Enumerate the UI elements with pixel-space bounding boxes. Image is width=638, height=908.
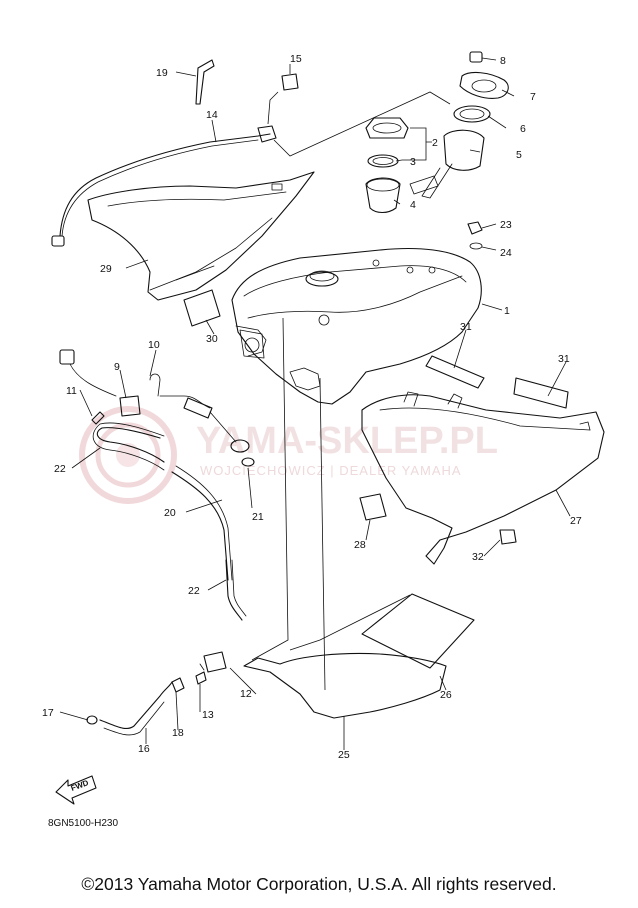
strap-19 bbox=[195, 59, 215, 105]
bolt-32 bbox=[499, 529, 517, 545]
clip-21 bbox=[241, 457, 255, 467]
strip-31-left bbox=[425, 355, 485, 389]
watermark-brand: YAMA-SKLEP.PL bbox=[196, 420, 498, 462]
callout-11: 11 bbox=[66, 385, 77, 397]
callout-25: 25 bbox=[338, 749, 350, 761]
callout-20: 20 bbox=[164, 507, 176, 519]
part-8-bolt bbox=[469, 51, 483, 63]
callout-22a: 22 bbox=[54, 463, 66, 475]
part-7-plate bbox=[459, 71, 509, 99]
callout-16: 16 bbox=[138, 743, 150, 755]
fwd-label: FWD bbox=[70, 778, 90, 793]
leader-lines bbox=[59, 57, 571, 750]
callout-5: 5 bbox=[516, 149, 522, 161]
callout-10: 10 bbox=[148, 339, 160, 351]
callout-23: 23 bbox=[500, 219, 512, 231]
callout-26: 26 bbox=[440, 689, 452, 701]
part-6-gasket bbox=[453, 105, 491, 123]
clip-15 bbox=[281, 73, 299, 91]
callout-24: 24 bbox=[500, 247, 512, 259]
frame-lines bbox=[251, 317, 411, 691]
part-4-filler bbox=[365, 177, 401, 214]
fuel-pump-assembly bbox=[365, 51, 509, 214]
callout-8: 8 bbox=[500, 55, 506, 67]
callout-13: 13 bbox=[202, 709, 214, 721]
callout-7: 7 bbox=[530, 91, 536, 103]
lower-cover-25 bbox=[243, 652, 447, 719]
side-cover-right bbox=[361, 391, 605, 565]
watermark-tagline: WOJCIECHOWICZ | DEALER YAMAHA bbox=[200, 463, 462, 478]
part-5-pump bbox=[443, 129, 485, 171]
hose-16 bbox=[86, 681, 173, 736]
callout-12: 12 bbox=[240, 688, 252, 700]
copyright-notice: ©2013 Yamaha Motor Corporation, U.S.A. A… bbox=[81, 874, 557, 894]
pad-26 bbox=[361, 593, 475, 669]
callout-22b: 22 bbox=[188, 585, 200, 597]
strip-31-right bbox=[513, 377, 569, 409]
callout-labels: 1 2 3 4 5 6 7 8 9 10 11 12 13 14 15 16 1… bbox=[42, 53, 582, 761]
callout-27: 27 bbox=[570, 515, 582, 527]
hose-22-upper bbox=[92, 422, 165, 471]
valve-12 bbox=[171, 651, 227, 693]
diagram-code: 8GN5100-H230 bbox=[48, 818, 118, 829]
callout-32: 32 bbox=[472, 551, 484, 563]
pad-28 bbox=[359, 493, 387, 521]
callout-6: 6 bbox=[520, 123, 526, 135]
callout-15: 15 bbox=[290, 53, 302, 65]
watermark-logo-icon bbox=[79, 406, 177, 504]
callout-4: 4 bbox=[410, 199, 416, 211]
hose-22-lower bbox=[225, 559, 247, 621]
sensor-9-10-11 bbox=[59, 349, 250, 453]
callout-31b: 31 bbox=[558, 353, 570, 365]
hose-14 bbox=[51, 91, 279, 247]
part-3-ring bbox=[367, 154, 399, 168]
watermark: YAMA-SKLEP.PL WOJCIECHOWICZ | DEALER YAM… bbox=[79, 406, 498, 504]
fuel-tank bbox=[231, 248, 482, 405]
callout-9: 9 bbox=[114, 361, 120, 373]
callout-30: 30 bbox=[206, 333, 218, 345]
callout-3: 3 bbox=[410, 156, 416, 168]
pad-30 bbox=[183, 289, 221, 327]
callout-29: 29 bbox=[100, 263, 112, 275]
callout-1: 1 bbox=[504, 305, 510, 317]
callout-31a: 31 bbox=[460, 321, 472, 333]
callout-14: 14 bbox=[206, 109, 218, 121]
callout-28: 28 bbox=[354, 539, 366, 551]
callout-21: 21 bbox=[252, 511, 264, 523]
callout-19: 19 bbox=[156, 67, 168, 79]
hose-20 bbox=[171, 465, 233, 581]
side-cover-left bbox=[87, 171, 315, 301]
callout-17: 17 bbox=[42, 707, 54, 719]
bolt-23-washer-24 bbox=[467, 221, 483, 250]
callout-18: 18 bbox=[172, 727, 184, 739]
forward-arrow-icon: FWD bbox=[55, 775, 97, 805]
part-2-cap bbox=[365, 117, 409, 139]
callout-2: 2 bbox=[432, 137, 438, 149]
